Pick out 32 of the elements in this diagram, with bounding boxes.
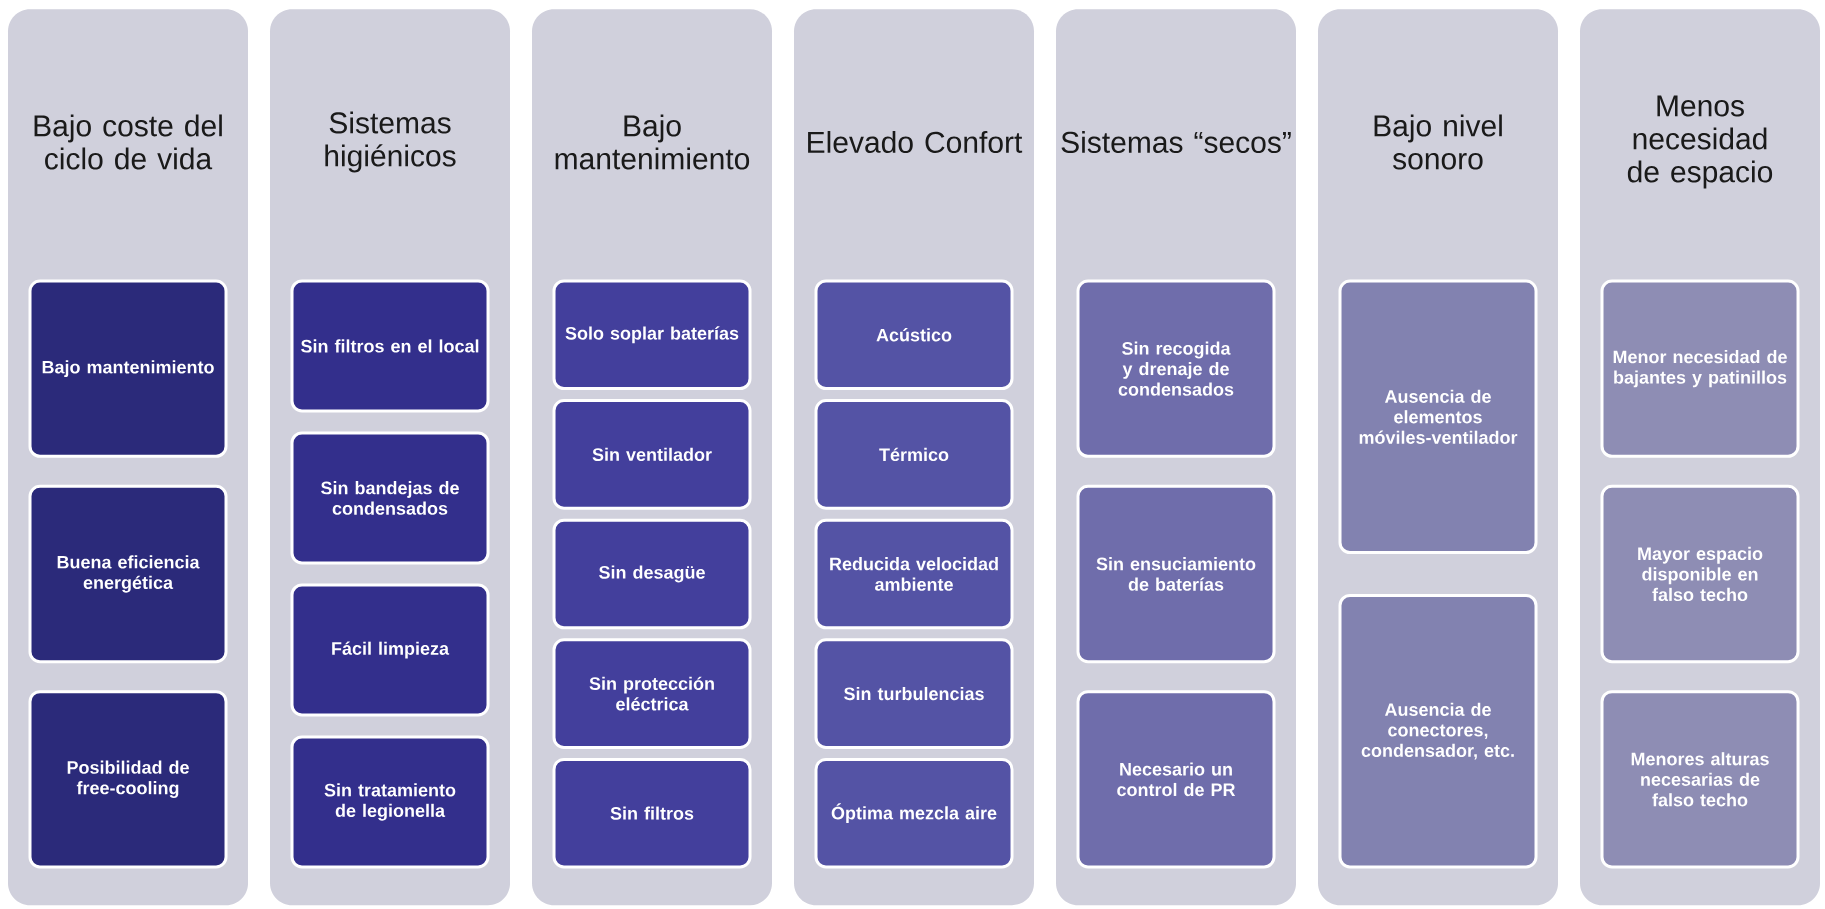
feature-box: Mayor espacio disponible en falso techo xyxy=(1600,484,1800,664)
column-title: Elevado Confort xyxy=(808,130,1023,153)
feature-box: Ausencia de elementos móviles-ventilador xyxy=(1338,279,1538,555)
column-title: Sistemas “secos” xyxy=(1061,130,1291,153)
feature-box: Sin bandejas de condensados xyxy=(290,431,490,565)
feature-box: Menores alturas necesarias de falso techo xyxy=(1600,690,1800,869)
feature-box: Sin ventilador xyxy=(552,399,752,510)
feature-box: Sin recogida y drenaje de condensados xyxy=(1076,279,1276,458)
feature-box: Ausencia de conectores, condensador, etc. xyxy=(1338,593,1538,869)
feature-box: Térmico xyxy=(814,399,1014,510)
column-title: Bajo nivel sonoro xyxy=(1374,114,1502,170)
feature-box: Sin tratamiento de legionella xyxy=(290,735,490,869)
feature-box: Sin protección eléctrica xyxy=(552,638,752,749)
feature-box: Sin filtros en el local xyxy=(290,279,490,413)
feature-box: Fácil limpieza xyxy=(290,583,490,717)
feature-box: Reducida velocidad ambiente xyxy=(814,518,1014,630)
column-title: Bajo mantenimiento xyxy=(555,114,750,170)
column-title: Menos necesidad de espacio xyxy=(1627,95,1773,189)
feature-box: Solo soplar baterías xyxy=(552,279,752,391)
feature-box: Óptima mezcla aire xyxy=(814,757,1014,869)
feature-box: Posibilidad de free-cooling xyxy=(28,690,228,869)
feature-box: Menor necesidad de bajantes y patinillos xyxy=(1600,279,1800,458)
column-title: Sistemas higiénicos xyxy=(325,111,456,173)
column-title: Bajo coste del ciclo de vida xyxy=(34,114,222,170)
feature-box: Necesario un control de PR xyxy=(1076,690,1276,869)
feature-box: Sin filtros xyxy=(552,757,752,869)
feature-box: Sin ensuciamiento de baterías xyxy=(1076,484,1276,664)
feature-box: Bajo mantenimiento xyxy=(28,279,228,458)
feature-box: Sin desagüe xyxy=(552,518,752,630)
feature-box: Buena eficiencia energética xyxy=(28,484,228,664)
feature-box: Acústico xyxy=(814,279,1014,391)
feature-box: Sin turbulencias xyxy=(814,638,1014,749)
